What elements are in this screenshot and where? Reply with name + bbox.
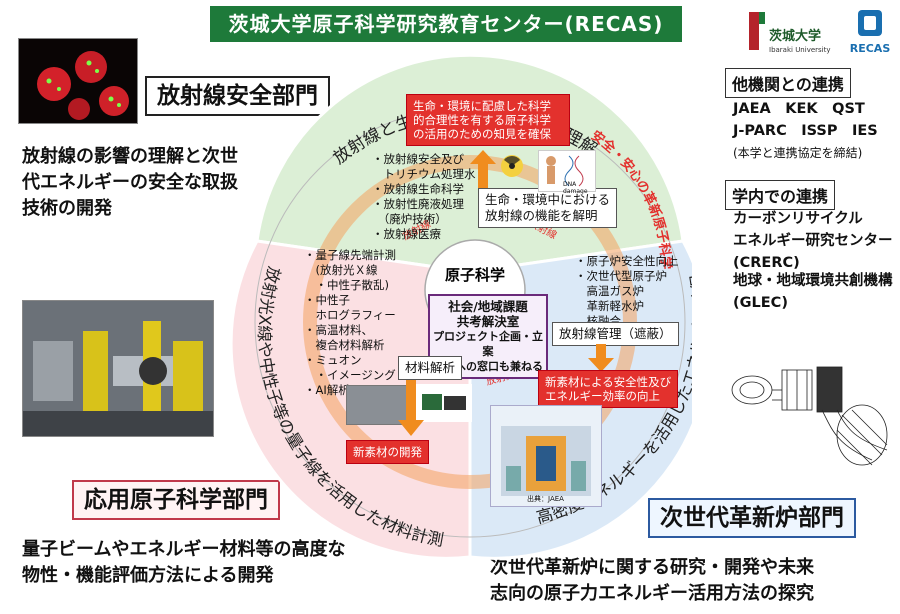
left-white-box: 材料解析 <box>398 356 463 380</box>
right-research-list: ・原子炉安全性向上 ・次世代型原子炉 高温ガス炉 革新軽水炉 核融合 <box>575 254 679 328</box>
left-red-box: 新素材の開発 <box>346 440 429 464</box>
uni-sub-text: Ibaraki University <box>769 46 831 54</box>
recas-logo-text: RECAS <box>850 42 891 55</box>
radiation-safety-dept-title: 放射線安全部門 <box>145 76 330 116</box>
left-research-list: ・量子線先端計測 (放射光Ｘ線 ・中性子散乱) ・中性子 ホログラフィー ・高温… <box>304 248 396 397</box>
center-label: 原子科学 <box>445 266 505 284</box>
reactor-desc: 次世代革新炉に関する研究・開発や未来 志向の原子力エネルギー活用方法の探究 <box>490 557 814 604</box>
experiment-equipment-photo <box>22 300 214 437</box>
dna-damage-figure: DNA damage <box>538 150 596 195</box>
page-title: 茨城大学原子科学研究教育センター(RECAS) <box>210 6 682 42</box>
dna-damage-caption: DNA damage <box>563 181 588 195</box>
top-white-box: 生命・環境中における 放射線の機能を解明 <box>478 188 618 228</box>
top-research-list: ・放射線安全及び トリチウム処理水 ・放射線生命科学 ・放射性廃液処理 （廃炉技… <box>372 152 476 241</box>
radiation-trefoil-icon <box>500 154 524 182</box>
reactor-building-photo: 出典：JAEA <box>490 405 602 507</box>
applied-dept-title: 応用原子科学部門 <box>72 480 280 520</box>
applied-desc: 量子ビームやエネルギー材料等の高度な 物性・機能評価方法による開発 <box>22 539 346 586</box>
reactor-dept-title: 次世代革新炉部門 <box>648 498 856 538</box>
reactor-photo-caption: 出典：JAEA <box>527 495 564 503</box>
external-collab-list: JAEA KEK QST J-PARC ISSP IES (本学と連携協定を締結… <box>733 101 878 160</box>
right-white-box: 放射線管理（遮蔽） <box>552 322 679 346</box>
top-red-box: 生命・環境に配慮した科学 的合理性を有する原子科学 の活用のための知見を確保 <box>406 94 570 146</box>
uni-name-text: 茨城大学 <box>769 28 821 44</box>
internal-collab-item-crerc: カーボンリサイクル エネルギー研究センター (CRERC) <box>733 211 893 271</box>
right-red-box: 新素材による安全性及び エネルギー効率の向上 <box>538 370 679 408</box>
left-sample-photo <box>416 384 472 422</box>
ibaraki-university-logo: 茨城大学 Ibaraki University <box>747 8 837 56</box>
left-down-arrow <box>398 380 424 440</box>
recas-logo: RECAS <box>844 8 896 56</box>
reactor-wireframe-illustration <box>722 355 892 470</box>
right-down-arrow <box>588 344 614 376</box>
cell-microscopy-photo <box>18 38 138 124</box>
left-lab-photo <box>346 385 408 425</box>
top-up-arrow <box>470 150 496 194</box>
internal-collab-heading: 学内での連携 <box>725 180 836 210</box>
external-collab-heading: 他機関との連携 <box>725 68 851 98</box>
internal-collab-item-glec: 地球・地域環境共創機構 (GLEC) <box>733 273 893 311</box>
radiation-safety-desc: 放射線の影響の理解と次世 代エネルギーの安全な取扱 技術の開発 <box>22 146 238 219</box>
